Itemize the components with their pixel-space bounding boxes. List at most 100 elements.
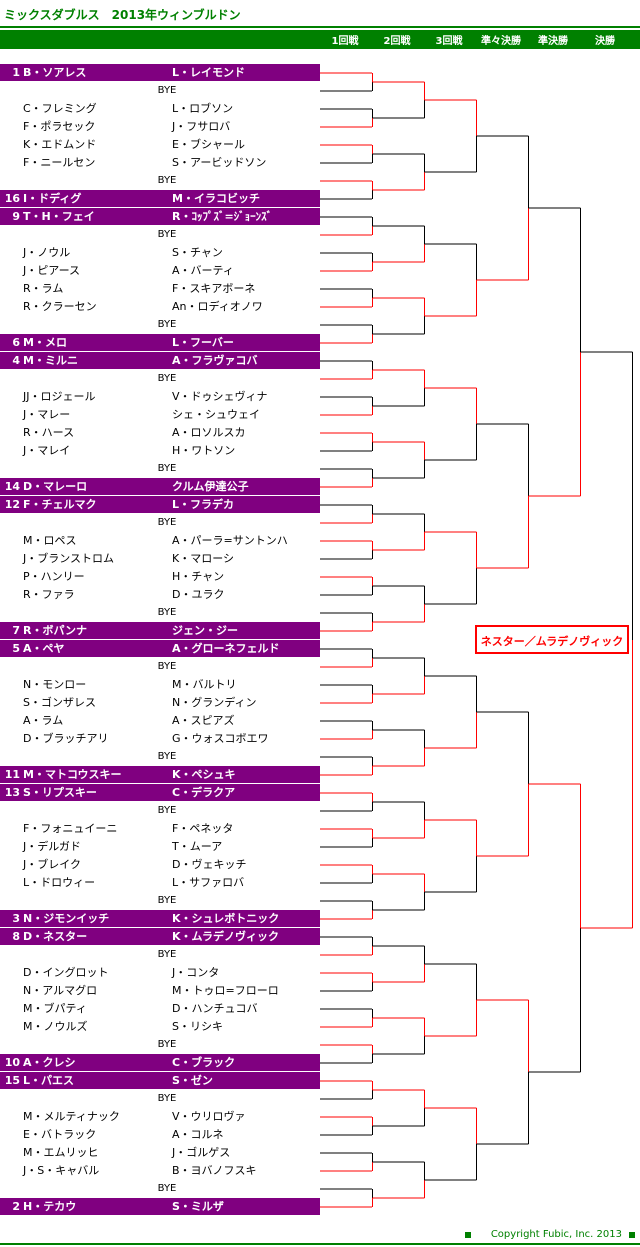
player-one-name: M・メロ: [23, 336, 67, 349]
player-one-name: T・H・フェイ: [23, 210, 95, 223]
player-two-name: R・ｺｯﾌﾟｽﾞ=ｼﾞｮｰﾝｽﾞ: [172, 210, 273, 223]
player-one-name: J・S・キャバル: [23, 1164, 100, 1177]
bye-slot: BYE: [157, 751, 177, 762]
player-one-name: S・ゴンザレス: [23, 696, 96, 709]
player-one-name: J・マレー: [23, 408, 71, 421]
seed-number: 6: [12, 336, 20, 349]
player-two-name: V・ドゥシェヴィナ: [172, 390, 268, 403]
player-two-name: C・ブラック: [172, 1056, 236, 1069]
green-square-icon: [629, 1232, 635, 1238]
player-two-name: H・ワトソン: [172, 444, 236, 457]
player-two-name: V・ウリロヴァ: [172, 1110, 246, 1123]
player-one-name: L・ドロウィー: [23, 876, 96, 889]
team-row: E・バトラック A・コルネ: [0, 1126, 320, 1143]
player-one-name: M・ノウルズ: [23, 1020, 88, 1033]
bye-slot: BYE: [157, 229, 177, 240]
player-one-name: J・マレイ: [23, 444, 71, 457]
player-one-name: J・ブランストロム: [23, 552, 115, 565]
player-two-name: A・フラヴァコバ: [172, 354, 258, 367]
round-label-r1: 1回戦: [331, 36, 359, 47]
copyright-notice: Copyright Fubic, Inc. 2013: [464, 1229, 635, 1240]
title-divider: [0, 26, 640, 28]
player-two-name: A・コルネ: [172, 1128, 224, 1141]
player-two-name: H・チャン: [172, 570, 225, 583]
player-one-name: A・クレシ: [23, 1056, 76, 1069]
player-two-name: S・ゼン: [172, 1074, 213, 1087]
team-row: J・ノウル S・チャン: [0, 244, 320, 261]
team-row: N・アルマグロ M・トゥロ=フローロ: [0, 982, 320, 999]
bye-slot: BYE: [157, 1039, 177, 1050]
bye-slot: BYE: [157, 373, 177, 384]
seed-number: 4: [12, 354, 20, 367]
bye-slot: BYE: [157, 895, 177, 906]
player-two-name: D・ハンチュコバ: [172, 1002, 258, 1015]
player-two-name: K・ペシュキ: [172, 768, 236, 781]
player-two-name: J・コンタ: [172, 966, 220, 979]
player-one-name: N・ジモンイッチ: [23, 912, 110, 925]
player-two-name: S・チャン: [172, 246, 223, 259]
player-one-name: N・モンロー: [23, 678, 87, 691]
player-one-name: B・ソアレス: [23, 66, 87, 79]
player-one-name: I・ドディグ: [23, 192, 82, 205]
player-two-name: L・ロブソン: [172, 102, 234, 115]
player-two-name: M・トゥロ=フローロ: [172, 984, 279, 997]
bye-slot: BYE: [157, 517, 177, 528]
player-one-name: M・メルティナック: [23, 1110, 120, 1123]
player-two-name: S・アービッドソン: [172, 156, 267, 169]
player-two-name: B・ヨバノフスキ: [172, 1164, 257, 1177]
player-one-name: N・アルマグロ: [23, 984, 98, 997]
player-two-name: N・グランディン: [172, 696, 257, 709]
player-one-name: R・クラーセン: [23, 300, 97, 313]
player-two-name: A・スピアズ: [172, 714, 235, 727]
seed-number: 5: [12, 642, 20, 655]
seed-number: 2: [12, 1200, 20, 1213]
bye-slot: BYE: [157, 607, 177, 618]
bye-slot: BYE: [157, 463, 177, 474]
player-one-name: D・ネスター: [23, 930, 88, 943]
seed-number: 13: [4, 786, 20, 799]
player-two-name: A・パーラ=サントンハ: [172, 534, 288, 547]
team-row: S・ゴンザレス N・グランディン: [0, 694, 320, 711]
player-one-name: E・バトラック: [23, 1128, 97, 1141]
player-two-name: An・ロディオノワ: [172, 300, 263, 313]
team-row: R・クラーセン An・ロディオノワ: [0, 298, 320, 315]
player-two-name: L・フラデカ: [172, 498, 235, 511]
player-one-name: J・ノウル: [23, 246, 71, 259]
player-one-name: L・パエス: [23, 1074, 75, 1087]
champion-box: ネスター／ムラデノヴィック: [475, 625, 629, 654]
player-one-name: S・リプスキー: [23, 786, 97, 799]
player-one-name: F・フォニュイーニ: [23, 822, 118, 835]
player-two-name: M・バルトリ: [172, 678, 237, 691]
seed-number: 7: [12, 624, 20, 637]
player-two-name: T・ムーア: [172, 840, 223, 853]
seed-number: 1: [12, 66, 20, 79]
copyright-text: Copyright Fubic, Inc. 2013: [490, 1229, 622, 1240]
player-two-name: クルム伊達公子: [172, 480, 249, 493]
player-one-name: P・ハンリー: [23, 570, 85, 583]
green-square-icon: [464, 1232, 471, 1238]
team-row: N・モンロー M・バルトリ: [0, 676, 320, 693]
player-one-name: F・チェルマク: [23, 498, 97, 511]
player-one-name: K・エドムンド: [23, 138, 97, 151]
player-one-name: H・テカウ: [23, 1200, 77, 1213]
player-one-name: D・イングロット: [23, 966, 109, 979]
